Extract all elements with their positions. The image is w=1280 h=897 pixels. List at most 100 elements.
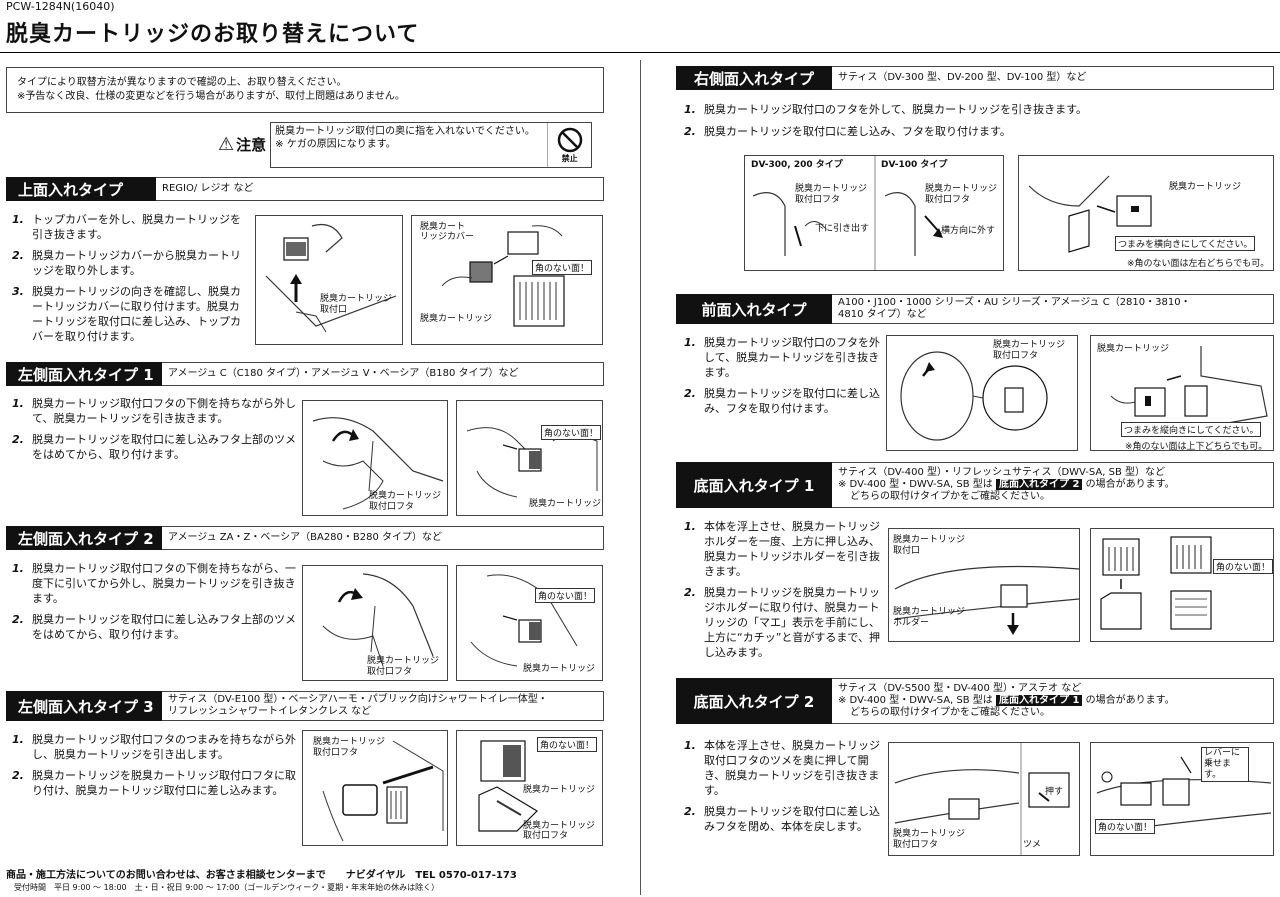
figure-left1-1: 脱臭カートリッジ 取付口フタ [302,400,448,516]
figure-label: 脱臭カートリッジ [420,314,493,324]
intro-box: タイプにより取替方法が異なりますので確認の上、お取り替えください。 ※予告なく改… [6,67,604,113]
figure-label: 脱臭カートリッジ [320,294,393,304]
figure-label: 取付口フタ [369,502,415,512]
figure-label: 取付口フタ [795,195,841,205]
prohibit-label: 禁止 [561,153,578,163]
prohibit-badge: 禁止 [547,123,591,167]
figure-front-1: 脱臭カートリッジ 取付口フタ [886,335,1078,451]
illustration-cartridge-and-lid [478,740,538,832]
figure-label: 横方向に外す [941,226,996,236]
document-code: PCW-1284N(16040) [6,0,115,13]
figure-tag: 角のない面！ [535,588,596,603]
figure-label: 脱臭カートリッジ [795,184,868,194]
illustration-right-lid-types [752,156,943,270]
figure-tag: つまみを横向きにしてください。 [1115,236,1256,251]
figure-tag: 角のない面！ [537,737,598,752]
figure-left2-2: 角のない面！ 脱臭カートリッジ [456,565,603,681]
figure-label: 脱臭カートリッジ [893,535,966,545]
figure-label: ホルダー [893,618,930,628]
figure-label: 脱臭カートリッジ [1169,182,1242,192]
section-models: A100・J100・1000 シリーズ・AU シリーズ・アメージュ C（2810… [832,294,1274,324]
figure-label: ツメ [1023,840,1042,850]
illustration-front-insert [1110,346,1268,427]
figure-tag: つまみを縦向きにしてください。 [1121,422,1262,437]
figure-label: 下に引き出す [815,224,870,234]
figure-label: 脱臭カートリッジ [523,664,596,674]
step-item: 2.脱臭カートリッジを取付口に差し込みフタを閉め、本体を戻します。 [684,805,880,833]
illustration-bottom-holder [894,565,1079,635]
cross-reference-badge: 底面入れタイプ 1 [995,695,1083,706]
section-top-header: 上面入れタイプ REGIO/ レジオ など [6,177,604,201]
models-line: どちらの取付けタイプかをご確認ください。 [850,491,1050,502]
section-label: 左側面入れタイプ 1 [6,362,162,386]
illustration-remove-lid [312,417,444,510]
caution-box: 脱臭カートリッジ取付口の奥に指を入れないでください。 ※ ケガの原因になります。… [270,122,593,168]
illustration-holder-cartridge [1100,536,1212,630]
step-item: 2.脱臭カートリッジを取付口に差し込みフタ上部のツメをはめてから、取り付けます。 [12,433,296,461]
figure-tag: 角のない面！ [532,260,593,275]
models-line: サティス（DV-E100 型）・ベーシアハーモ・パブリック向けシャワートイレ一体… [168,694,548,705]
figure-bottom1-1: 脱臭カートリッジ 取付口 脱臭カートリッジ ホルダー [888,528,1080,642]
caution-text: 脱臭カートリッジ取付口の奥に指を入れないでください。 ※ ケガの原因になります。 [271,123,547,167]
figure-right-2: 脱臭カートリッジ つまみを横向きにしてください。 ※角のない面は左右どちらでも可… [1018,155,1274,271]
figure-label: 取付口フタ [367,667,413,677]
step-item: 2.脱臭カートリッジカバーから脱臭カートリッジを取り外します。 [12,249,241,277]
figure-left3-1: 脱臭カートリッジ 取付口フタ [302,730,448,846]
illustration-remove-cartridge [265,223,397,333]
figure-label: 取付口フタ [523,831,569,841]
section-bottom2-header: 底面入れタイプ 2 サティス（DV-S500 型・DV-400 型）・アステオ … [676,678,1274,724]
figure-note: ※角のない面は上下どちらでも可。 [1125,442,1268,451]
figure-label: 脱臭カートリッジ [367,656,440,666]
section-models: アメージュ C（C180 タイプ）・アメージュ V・ベーシア（B180 タイプ）… [162,362,604,386]
page-title: 脱臭カートリッジのお取り替えについて [6,22,420,47]
models-line: サティス（DV-400 型）・リフレッシュサティス（DWV-SA, SB 型）な… [838,467,1166,478]
figure-label: 取付口フタ [893,840,939,850]
figure-label: 脱臭カートリッジ [313,737,386,747]
step-item: 2.脱臭カートリッジを脱臭カートリッジホルダーに取り付け、脱臭カートリッジの「マ… [684,586,880,659]
figure-label: 脱臭カートリッジ [925,184,998,194]
figure-top-1: 脱臭カートリッジ 取付口 [255,215,403,345]
section-left3-steps: 1.脱臭カートリッジ取付口フタのつまみを持ちながら外し、脱臭カートリッジを引き出… [12,732,298,804]
title-divider [0,52,1280,53]
figure-tag: 角のない面！ [1095,819,1156,834]
models-line: リフレッシュシャワートイレタンクレス など [168,706,372,717]
section-right-steps: 1.脱臭カートリッジ取付口のフタを外して、脱臭カートリッジを引き抜きます。 2.… [684,102,1264,145]
figure-heading: DV-100 タイプ [881,160,948,170]
models-line: ※ DV-400 型・DWV-SA, SB 型は 底面入れタイプ 1 の場合があ… [838,695,1175,706]
illustration-cartridge-cover [441,225,565,327]
section-label: 左側面入れタイプ 3 [6,691,162,721]
prohibit-icon [557,127,582,152]
step-item: 3.脱臭カートリッジの向きを確認し、脱臭カートリッジカバーに取り付けます。脱臭カ… [12,285,241,343]
step-item: 1.本体を浮上させ、脱臭カートリッジホルダーを一度、上方に押し込み、脱臭カートリ… [684,520,880,578]
figure-label: 脱臭カートリッジ [893,829,966,839]
section-front-steps: 1.脱臭カートリッジ取付口のフタを外して、脱臭カートリッジを引き抜きます。 2.… [684,335,880,422]
step-item: 1.脱臭カートリッジ取付口のフタを外して、脱臭カートリッジを引き抜きます。 [684,336,880,379]
section-models: サティス（DV-300 型、DV-200 型、DV-100 型）など [832,66,1274,90]
illustration-insert-right [1028,175,1152,253]
figure-label: 脱臭カートリッジ [1097,344,1170,354]
section-bottom2-steps: 1.本体を浮上させ、脱臭カートリッジ取付口フタのツメを奥に押して開き、脱臭カート… [684,738,884,840]
figure-label: 脱臭カートリッジ [893,607,966,617]
step-item: 1.脱臭カートリッジ取付口フタの下側を持ちながら、一度下に引いてから外し、脱臭カ… [12,562,296,605]
section-label: 上面入れタイプ [6,177,156,201]
figure-label: 脱臭カートリッジ [523,785,596,795]
section-left1-header: 左側面入れタイプ 1 アメージュ C（C180 タイプ）・アメージュ V・ベーシ… [6,362,604,386]
figure-label: 取付口フタ [313,748,359,758]
step-item: 1.本体を浮上させ、脱臭カートリッジ取付口フタのツメを奥に押して開き、脱臭カート… [684,739,880,797]
figure-tag: 角のない面！ [541,425,602,440]
figure-label: 取付口 [893,546,921,556]
section-label: 底面入れタイプ 1 [676,462,832,508]
caution-line: ※ ケガの原因になります。 [275,139,396,150]
figure-left3-2: 角のない面！ 脱臭カートリッジ 脱臭カートリッジ 取付口フタ [456,730,603,846]
figure-label: 脱臭カートリッジ [529,499,602,509]
illustration-remove-lid [322,573,434,667]
section-top-steps: 1.トップカバーを外し、脱臭カートリッジを引き抜きます。 2.脱臭カートリッジカ… [12,212,244,350]
section-left3-header: 左側面入れタイプ 3 サティス（DV-E100 型）・ベーシアハーモ・パブリック… [6,691,604,721]
illustration-pull-out [322,740,444,842]
step-item: 2.脱臭カートリッジを取付口に差し込み、フタを取り付けます。 [684,125,1011,138]
figure-label: 脱臭カートリッジ [993,340,1066,350]
warning-triangle-icon: ⚠ [218,133,235,155]
step-item: 1.トップカバーを外し、脱臭カートリッジを引き抜きます。 [12,213,241,241]
figure-heading: DV-300, 200 タイプ [751,160,843,170]
illustration-insert-cartridge [466,427,598,498]
